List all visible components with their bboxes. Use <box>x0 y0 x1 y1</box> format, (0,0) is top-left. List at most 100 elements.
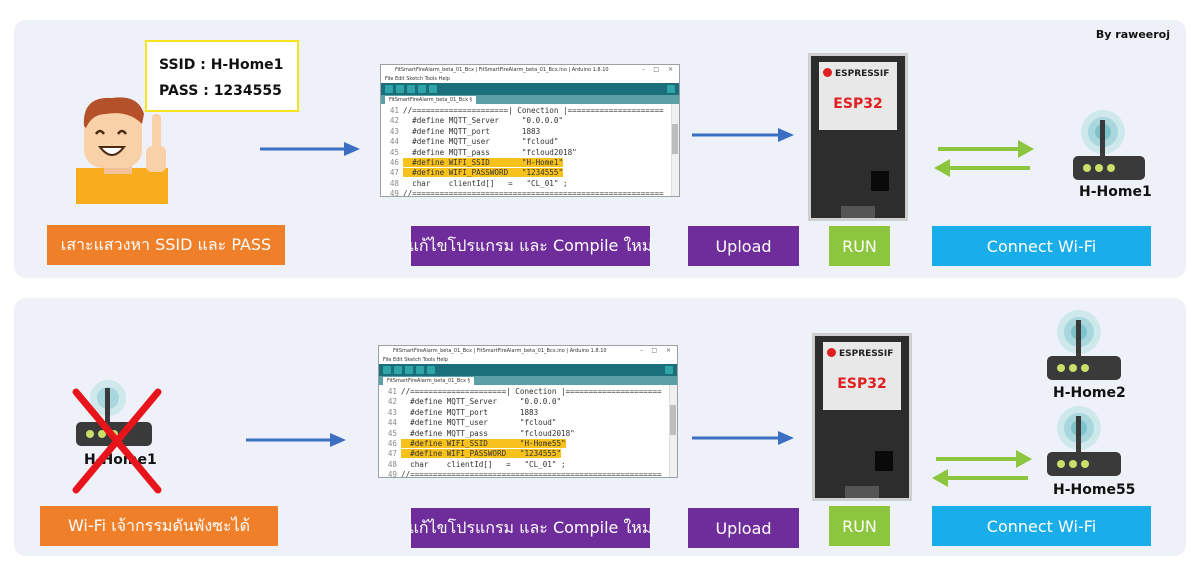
maximize-icon: □ <box>653 66 659 73</box>
minimize-icon: – <box>642 66 645 73</box>
line-number: 48 <box>389 178 399 188</box>
code-line: 47 #define WIFI_PASSWORD "1234555" <box>379 449 677 459</box>
run-step: RUN <box>829 226 890 266</box>
wifi-router-icon <box>1047 406 1121 476</box>
connect-wifi-step: Connect Wi-Fi <box>932 226 1151 266</box>
line-number: 46 <box>389 157 399 167</box>
verify-icon <box>383 366 391 374</box>
code-line: 46 #define WIFI_SSID "H-Home1" <box>381 157 679 168</box>
code-text: #define MQTT_user "fcloud" <box>401 418 557 428</box>
upload-icon <box>394 366 402 374</box>
esp32-chip-label: ESP32 <box>833 96 883 112</box>
ide-tab: FitSmartFireAlarm_beta_01_Bcx § <box>383 377 474 385</box>
code-line: 43 #define MQTT_port 1883 <box>379 408 677 418</box>
code-text: //======================================… <box>401 470 662 478</box>
minimize-icon: – <box>640 347 643 354</box>
code-line: 45 #define MQTT_pass "fcloud2018" <box>379 429 677 439</box>
board-button <box>871 171 889 191</box>
line-number: 46 <box>387 438 397 448</box>
code-text: char clientId[] = "CL_01" ; <box>401 459 566 469</box>
upload-step-label: Upload <box>715 236 772 256</box>
close-icon: × <box>665 347 671 354</box>
code-line: 46 #define WIFI_SSID "H-Home55" <box>379 438 677 449</box>
bidirectional-arrow-icon <box>934 140 1034 177</box>
line-number: 45 <box>387 428 397 438</box>
arduino-ide-window: FitSmartFireAlarm_beta_01_Bcx | FitSmart… <box>380 64 680 197</box>
code-text: //=====================| Conection |====… <box>401 387 662 396</box>
code-text: #define MQTT_pass "fcloud2018" <box>403 147 577 157</box>
line-number: 47 <box>387 449 397 459</box>
ide-menubar: File Edit Sketch Tools Help <box>379 356 677 364</box>
line-number: 42 <box>387 397 397 407</box>
code-text: #define MQTT_port 1883 <box>403 126 541 136</box>
router-label: H-Home1 <box>1079 184 1152 200</box>
code-line: 48 char clientId[] = "CL_01" ; <box>381 179 679 189</box>
verify-icon <box>385 85 393 93</box>
save-icon <box>429 85 437 93</box>
line-number: 41 <box>387 387 397 396</box>
ide-code-area: 41//=====================| Conection |==… <box>381 104 679 197</box>
search-credentials-step-label: เสาะแสวงหา SSID และ PASS <box>60 234 272 254</box>
ide-titlebar: FitSmartFireAlarm_beta_01_Bcx | FitSmart… <box>381 65 679 75</box>
open-icon <box>416 366 424 374</box>
line-number: 43 <box>389 126 399 136</box>
code-text: #define WIFI_PASSWORD "1234555" <box>403 168 564 178</box>
code-line: 49 //====================================… <box>379 470 677 478</box>
router-label: H-Home55 <box>1053 482 1136 498</box>
esp32-board-icon: ESPRESSIF ESP32 <box>812 333 912 501</box>
callout-ssid: SSID : H-Home1 <box>159 57 284 73</box>
code-line: 47 #define WIFI_PASSWORD "1234555" <box>381 168 679 178</box>
search-credentials-step: เสาะแสวงหา SSID และ PASS <box>47 225 285 265</box>
usb-connector <box>845 486 879 498</box>
esp32-board-icon: ESPRESSIF ESP32 <box>808 53 908 221</box>
ide-title: FitSmartFireAlarm_beta_01_Bcx | FitSmart… <box>393 348 607 354</box>
code-line: 49 //====================================… <box>381 189 679 197</box>
code-line: 41//=====================| Conection |==… <box>381 106 679 116</box>
line-number: 49 <box>387 470 397 478</box>
code-text: #define WIFI_SSID "H-Home1" <box>403 157 564 167</box>
upload-step-label: Upload <box>715 518 772 538</box>
code-text: //=====================| Conection |====… <box>403 106 664 115</box>
ide-tabbar: FitSmartFireAlarm_beta_01_Bcx § <box>379 376 677 385</box>
line-number: 43 <box>387 407 397 417</box>
ide-code-area: 41 //=====================| Conection |==… <box>379 385 677 478</box>
line-number: 47 <box>389 168 399 178</box>
serial-monitor-icon <box>665 366 673 374</box>
line-number: 45 <box>389 147 399 157</box>
code-text: char clientId[] = "CL_01" ; <box>403 178 568 188</box>
code-line: 42 #define MQTT_Server "0.0.0.0" <box>381 116 679 126</box>
person-pointing-icon <box>76 97 168 204</box>
code-line: 42 #define MQTT_Server "0.0.0.0" <box>379 397 677 407</box>
code-text: #define MQTT_port 1883 <box>401 407 539 417</box>
upload-step: Upload <box>688 508 799 548</box>
wifi-broken-step: Wi-Fi เจ้ากรรมดันพังซะได้ <box>40 506 278 546</box>
upload-icon <box>396 85 404 93</box>
espressif-logo: ESPRESSIF <box>823 68 889 79</box>
new-icon <box>407 85 415 93</box>
run-step: RUN <box>829 506 890 546</box>
code-line: 44 #define MQTT_user "fcloud" <box>381 137 679 147</box>
line-number: 49 <box>389 189 399 197</box>
espressif-logo: ESPRESSIF <box>827 348 893 359</box>
arrow-right-icon <box>246 433 346 447</box>
code-text: #define MQTT_pass "fcloud2018" <box>401 428 575 438</box>
code-text: #define MQTT_user "fcloud" <box>403 137 559 147</box>
close-icon: × <box>667 66 673 73</box>
code-text: //======================================… <box>403 189 664 197</box>
wifi-broken-step-label: Wi-Fi เจ้ากรรมดันพังซะได้ <box>67 515 251 535</box>
line-number: 44 <box>389 137 399 147</box>
edit-compile-step: แก้ไขโปรแกรม และ Compile ใหม่ <box>409 508 652 548</box>
usb-connector <box>841 206 875 218</box>
ide-tabbar: FitSmartFireAlarm_beta_01_Bcx § <box>381 95 679 104</box>
connect-wifi-step-label: Connect Wi-Fi <box>986 236 1097 256</box>
wifi-router-icon <box>1073 110 1145 180</box>
wifi-router-icon <box>1047 310 1121 380</box>
ide-scrollbar <box>669 385 677 477</box>
upload-step: Upload <box>688 226 799 266</box>
ide-tab: FitSmartFireAlarm_beta_01_Bcx § <box>385 96 476 104</box>
code-line: 44 #define MQTT_user "fcloud" <box>379 418 677 428</box>
esp32-module: ESPRESSIF ESP32 <box>819 62 897 130</box>
edit-compile-step-label: แก้ไขโปรแกรม และ Compile ใหม่ <box>408 235 653 255</box>
line-number: 48 <box>387 459 397 469</box>
arrow-right-icon <box>260 142 360 156</box>
